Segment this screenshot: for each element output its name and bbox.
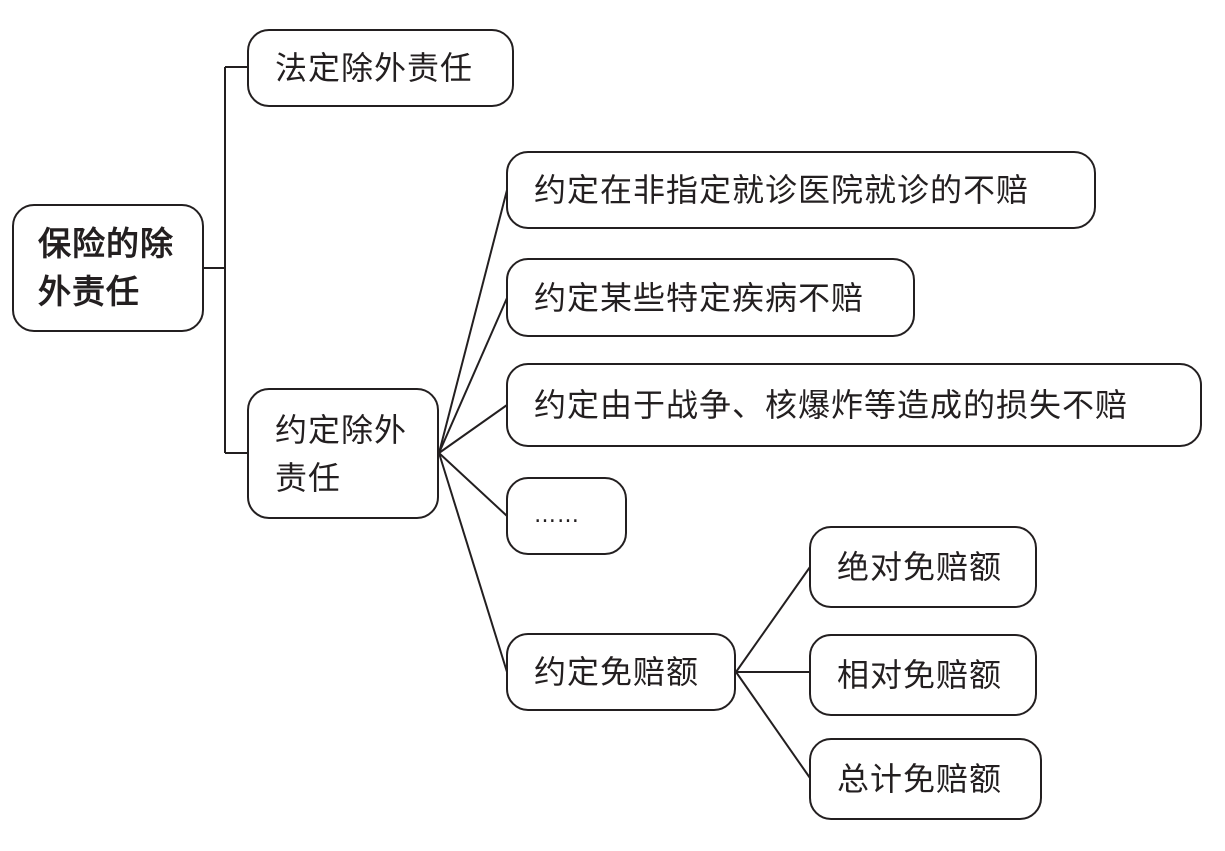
node-label: 约定在非指定就诊医院就诊的不赔 — [534, 171, 1030, 209]
connector-to-child-3 — [438, 404, 508, 454]
node-relative-deductible: 相对免赔额 — [809, 634, 1037, 716]
connector-to-child-5 — [438, 452, 508, 673]
connector-to-child-1 — [438, 189, 508, 454]
node-contractual-exclusions: 约定除外 责任 — [247, 388, 439, 519]
node-label: 法定除外责任 — [275, 49, 474, 87]
node-label: 相对免赔额 — [837, 656, 1003, 694]
root-node: 保险的除 外责任 — [12, 204, 204, 332]
node-label: 约定某些特定疾病不赔 — [534, 278, 865, 317]
root-label-line-1: 保险的除 — [38, 224, 174, 263]
node-aggregate-deductible: 总计免赔额 — [809, 738, 1042, 820]
node-label-line-1: 约定除外 — [275, 410, 408, 449]
node-absolute-deductible: 绝对免赔额 — [809, 526, 1037, 608]
connector-to-aggregate — [735, 671, 811, 779]
node-ellipsis: …… — [506, 477, 627, 555]
node-label: …… — [534, 503, 580, 528]
connector-to-absolute — [735, 566, 811, 673]
node-label: 总计免赔额 — [837, 760, 1003, 798]
node-specific-diseases: 约定某些特定疾病不赔 — [506, 258, 915, 337]
node-label-line-2: 责任 — [275, 458, 342, 497]
connector-to-child-4 — [438, 452, 508, 517]
node-label: 约定由于战争、核爆炸等造成的损失不赔 — [534, 386, 1129, 424]
node-statutory-exclusions: 法定除外责任 — [247, 29, 514, 107]
node-non-designated-hospital: 约定在非指定就诊医院就诊的不赔 — [506, 151, 1096, 229]
root-label-line-2: 外责任 — [38, 272, 140, 311]
connector-to-child-2 — [438, 297, 508, 454]
node-label: 绝对免赔额 — [837, 548, 1003, 586]
node-war-nuclear: 约定由于战争、核爆炸等造成的损失不赔 — [506, 363, 1202, 447]
node-contractual-deductible: 约定免赔额 — [506, 633, 736, 711]
node-label: 约定免赔额 — [534, 653, 700, 691]
